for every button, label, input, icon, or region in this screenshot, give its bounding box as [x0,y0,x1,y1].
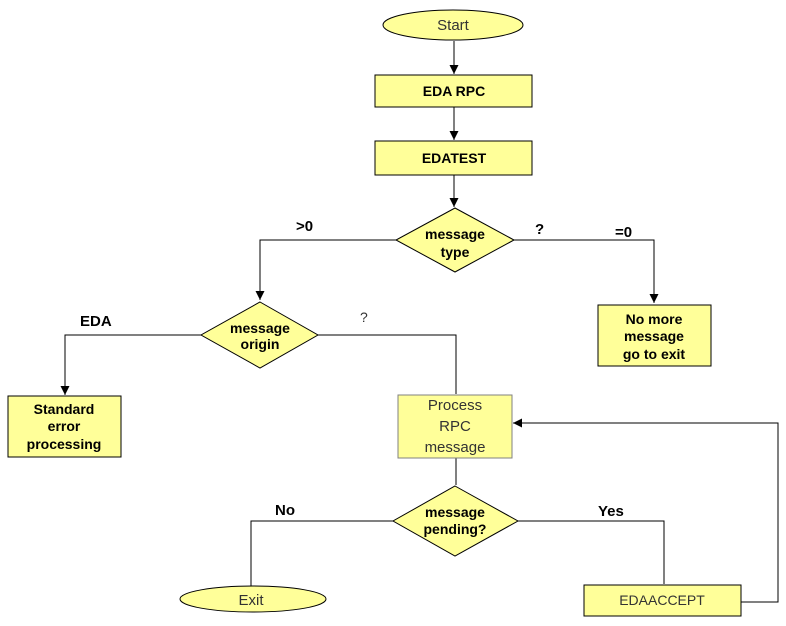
edge-label-type-question: ? [535,221,544,238]
edge-pending-no [250,520,393,586]
eda-rpc-label: EDA RPC [423,83,486,99]
message-origin-decision: message origin [199,301,320,369]
message-origin-label-line1: message [230,320,290,336]
edge-pending-yes [518,520,665,584]
start-label: Start [437,17,470,34]
edge-origin-eda [60,334,201,395]
edge-type-eq0 [514,239,659,303]
edge-label-yes: Yes [598,503,624,520]
edaaccept-label: EDAACCEPT [619,592,705,608]
start-node: Start [382,9,524,41]
message-type-label-line2: type [441,244,470,260]
edatest-node: EDATEST [374,140,533,176]
edge-label-no: No [275,502,295,519]
edge-label-gt0: >0 [296,218,313,235]
connectors [60,41,779,603]
process-rpc-line2: RPC [439,418,471,435]
process-rpc-line1: Process [428,397,482,414]
exit-label: Exit [238,592,264,609]
no-more-message-line2: message [624,328,684,344]
standard-error-line1: Standard [34,401,95,417]
message-pending-decision: message pending? [391,485,520,557]
no-more-message-line3: go to exit [623,346,686,362]
standard-error-line2: error [48,418,81,434]
edge-origin-other [318,334,457,394]
message-type-decision: message type [394,207,516,273]
no-more-message-node: No more message go to exit [597,304,712,367]
edge-label-origin-question: ? [360,309,368,325]
message-pending-line1: message [425,504,485,520]
message-pending-line2: pending? [424,521,487,537]
message-type-label-line1: message [425,226,485,242]
process-rpc-node: Process RPC message [397,394,513,459]
message-origin-label-line2: origin [241,336,280,352]
edge-label-eq0: =0 [615,224,632,241]
edge-label-eda: EDA [80,313,112,330]
edge-accept-loop [513,418,779,603]
edge-type-gt0 [255,239,396,300]
process-rpc-line3: message [425,439,486,456]
exit-node: Exit [179,585,327,613]
standard-error-line3: processing [27,436,102,452]
no-more-message-line1: No more [626,311,683,327]
edaaccept-node: EDAACCEPT [583,584,742,617]
standard-error-node: Standard error processing [7,395,122,458]
edatest-label: EDATEST [422,150,487,166]
eda-rpc-node: EDA RPC [374,74,533,108]
